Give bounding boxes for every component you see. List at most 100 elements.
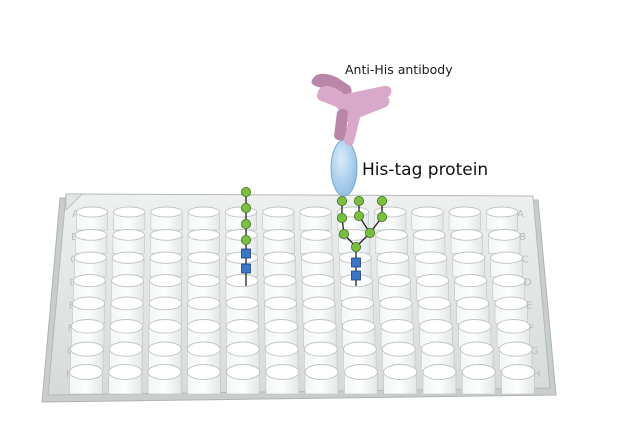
glycan-square [351,257,361,268]
well [69,364,103,395]
well [501,364,535,395]
well [264,319,298,348]
well [422,364,457,395]
well [302,296,336,324]
well [225,274,259,301]
well [262,229,296,254]
well [187,274,221,301]
row-letter-left: B [71,232,78,243]
well [379,296,413,324]
well [457,319,492,348]
linear-glycan-chain-icon [240,186,251,286]
glycan-square [351,270,361,281]
well [343,364,378,395]
row-letter-left: A [72,209,79,220]
well [299,206,332,231]
glycan-circle [240,202,251,213]
glycan-square [241,248,251,259]
glycan-circle [336,212,347,223]
well [380,319,415,348]
well [262,206,295,231]
well [300,229,333,254]
glycan-circle [350,241,361,252]
well [74,229,108,254]
row-letter-right: H [533,369,541,380]
microplate: AABBCCDDEEFFGGHH [41,193,557,403]
well [341,319,376,348]
well [375,229,408,254]
row-letter-right: E [526,300,532,311]
well [111,274,145,301]
glycan-circle [376,195,387,206]
glycan-circle [336,195,347,206]
well [226,364,261,395]
glycan-circle [240,234,251,245]
row-letter-right: C [522,255,529,266]
glycan-circle [364,227,375,238]
well [111,251,145,278]
well [419,319,453,348]
row-letter-right: G [531,346,539,357]
glycan-circle [353,195,364,206]
well [301,251,334,278]
well [186,364,221,395]
well [494,296,528,324]
well [72,296,106,324]
row-letter-left: E [69,300,75,311]
well [225,319,260,348]
well [112,229,145,254]
antibody-label: Anti-His antibody [345,62,453,77]
well [150,206,183,231]
row-letter-left: C [70,255,77,266]
well [224,206,258,231]
well [263,251,296,278]
branched-glycan-tree-icon [336,195,387,286]
antibody-icon [311,73,392,146]
row-letter-right: F [528,323,534,334]
well [113,206,146,231]
well [225,296,259,324]
well [383,364,418,395]
well [490,251,523,278]
well [187,296,221,324]
well [376,251,410,278]
well [148,319,182,348]
well [412,229,446,254]
well [452,251,486,278]
plate-corner-notch [65,193,83,211]
well [301,274,335,301]
row-letter-right: D [524,278,532,289]
well [187,229,221,254]
well [488,229,521,254]
well [461,364,496,395]
protein-label: His-tag protein [362,160,488,180]
well [264,296,298,324]
well [73,251,107,278]
glycan-circle [353,210,364,221]
well [303,319,337,348]
antibody-stem-right [344,113,360,146]
well [265,364,300,395]
well [416,274,450,301]
well [263,274,297,301]
well [70,341,104,371]
glycan-circle [240,218,251,229]
well-grid [69,206,535,395]
well [75,206,109,231]
glycan-circle [338,228,349,239]
well [187,251,221,278]
protein-icon [330,139,358,197]
well [417,296,451,324]
well [492,274,526,301]
row-letter-right: B [519,232,526,243]
well [72,274,106,301]
antibody-left-arm-outer [311,73,352,97]
well [187,206,220,231]
well [150,229,183,254]
well [378,274,411,301]
glycan-circle [240,186,251,197]
antibody-stem-left [334,109,348,141]
well [304,364,339,395]
